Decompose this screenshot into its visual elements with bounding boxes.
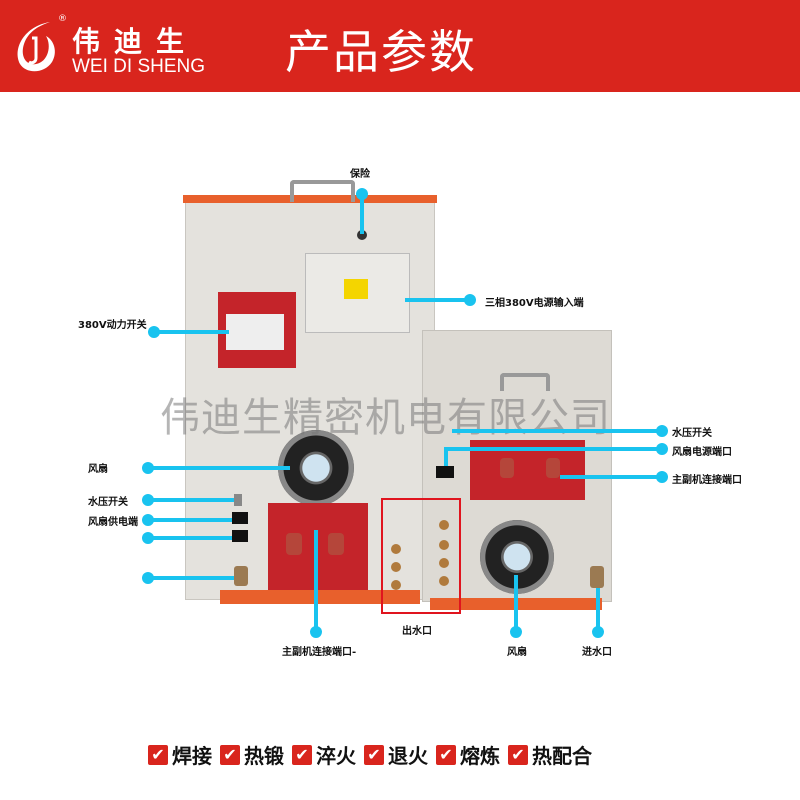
callout-line [444, 447, 448, 469]
callout-line [148, 466, 290, 470]
valve [439, 576, 449, 586]
feature-label: 热锻 [244, 744, 284, 768]
port [500, 458, 514, 478]
valve [391, 580, 401, 590]
callout-line [596, 585, 600, 628]
feature-label: 热配合 [532, 744, 592, 768]
callout-main-sub-port-left: 主副机连接端口- [282, 647, 357, 658]
logo-icon [17, 22, 55, 72]
callout-line [405, 298, 470, 302]
checkmark-icon: ✔ [364, 744, 384, 765]
port [328, 533, 344, 555]
water-fitting [234, 566, 248, 586]
power-switch-panel [218, 292, 296, 368]
callout-fan-power-left: 风扇供电端 [88, 517, 138, 528]
valve [439, 540, 449, 550]
callout-power-input: 三相380V电源输入端 [485, 298, 584, 309]
brand-name-en: WEI DI SHENG [72, 56, 206, 77]
callout-fan-power-right: 风扇电源端口 [672, 447, 732, 458]
callout-line [148, 518, 236, 522]
valve [439, 520, 449, 530]
valve [439, 558, 449, 568]
power-input-box [305, 253, 410, 333]
callout-line [444, 447, 662, 451]
callout-dot [656, 471, 668, 483]
feature-item: ✔热配合 [508, 740, 592, 769]
checkmark-icon: ✔ [436, 744, 456, 765]
feature-item: ✔热锻 [220, 740, 284, 769]
fuse-holder [357, 230, 367, 240]
fan-socket [232, 512, 248, 524]
callout-fan-right: 风扇 [507, 647, 527, 658]
callout-line [452, 429, 662, 433]
feature-item: ✔焊接 [148, 740, 212, 769]
port [546, 458, 560, 478]
checkmark-icon: ✔ [220, 744, 240, 765]
callout-line [148, 498, 238, 502]
callout-dot [510, 626, 522, 638]
callout-dot [592, 626, 604, 638]
callout-line [314, 530, 318, 628]
callout-line [560, 475, 662, 479]
top-trim [183, 195, 437, 203]
water-pressure-switch [234, 494, 242, 506]
sub-handle [500, 373, 550, 391]
registered-mark: ® [58, 14, 67, 24]
watermark: 伟迪生精密机电有限公司 [160, 395, 611, 441]
brand-name-cn: 伟迪生 [72, 25, 199, 58]
header-banner: ® 伟迪生 WEI DI SHENG 产品参数 [0, 0, 800, 92]
page-title: 产品参数 [285, 25, 477, 79]
callout-line [154, 330, 229, 334]
callout-dot [310, 626, 322, 638]
callout-main-sub-port-right: 主副机连接端口 [672, 475, 742, 486]
main-base [220, 590, 420, 604]
callout-water-pressure-left: 水压开关 [88, 497, 128, 508]
breaker [226, 314, 284, 350]
feature-item: ✔淬火 [292, 740, 356, 769]
fan-socket [232, 530, 248, 542]
handle [290, 180, 355, 202]
connection-panel-left [268, 503, 368, 593]
feature-item: ✔退火 [364, 740, 428, 769]
checkmark-icon: ✔ [148, 744, 168, 765]
feature-label: 淬火 [316, 744, 356, 768]
checkmark-icon: ✔ [292, 744, 312, 765]
feature-list: ✔焊接 ✔热锻 ✔淬火 ✔退火 ✔熔炼 ✔热配合 [148, 740, 592, 769]
callout-line [148, 536, 236, 540]
feature-item: ✔熔炼 [436, 740, 500, 769]
callout-fuse: 保险 [350, 169, 370, 180]
callout-fan-left: 风扇 [88, 464, 108, 475]
callout-line [514, 575, 518, 628]
feature-label: 熔炼 [460, 744, 500, 768]
valve [391, 544, 401, 554]
callout-line [360, 194, 364, 234]
feature-label: 焊接 [172, 744, 212, 768]
checkmark-icon: ✔ [508, 744, 528, 765]
callout-power-switch: 380V动力开关 [78, 320, 147, 331]
callout-water-pressure-right: 水压开关 [672, 428, 712, 439]
water-outlet-highlight [381, 498, 461, 614]
fan-left [278, 430, 354, 506]
callout-dot [656, 425, 668, 437]
callout-water-inlet: 进水口 [582, 647, 612, 658]
valve [391, 562, 401, 572]
callout-line [148, 576, 236, 580]
callout-dot [464, 294, 476, 306]
feature-label: 退火 [388, 744, 428, 768]
fan-socket [436, 466, 454, 478]
port [286, 533, 302, 555]
callout-dot [656, 443, 668, 455]
warning-icon [344, 279, 368, 299]
water-inlet-fitting [590, 566, 604, 588]
callout-water-outlet: 出水口 [402, 626, 432, 637]
